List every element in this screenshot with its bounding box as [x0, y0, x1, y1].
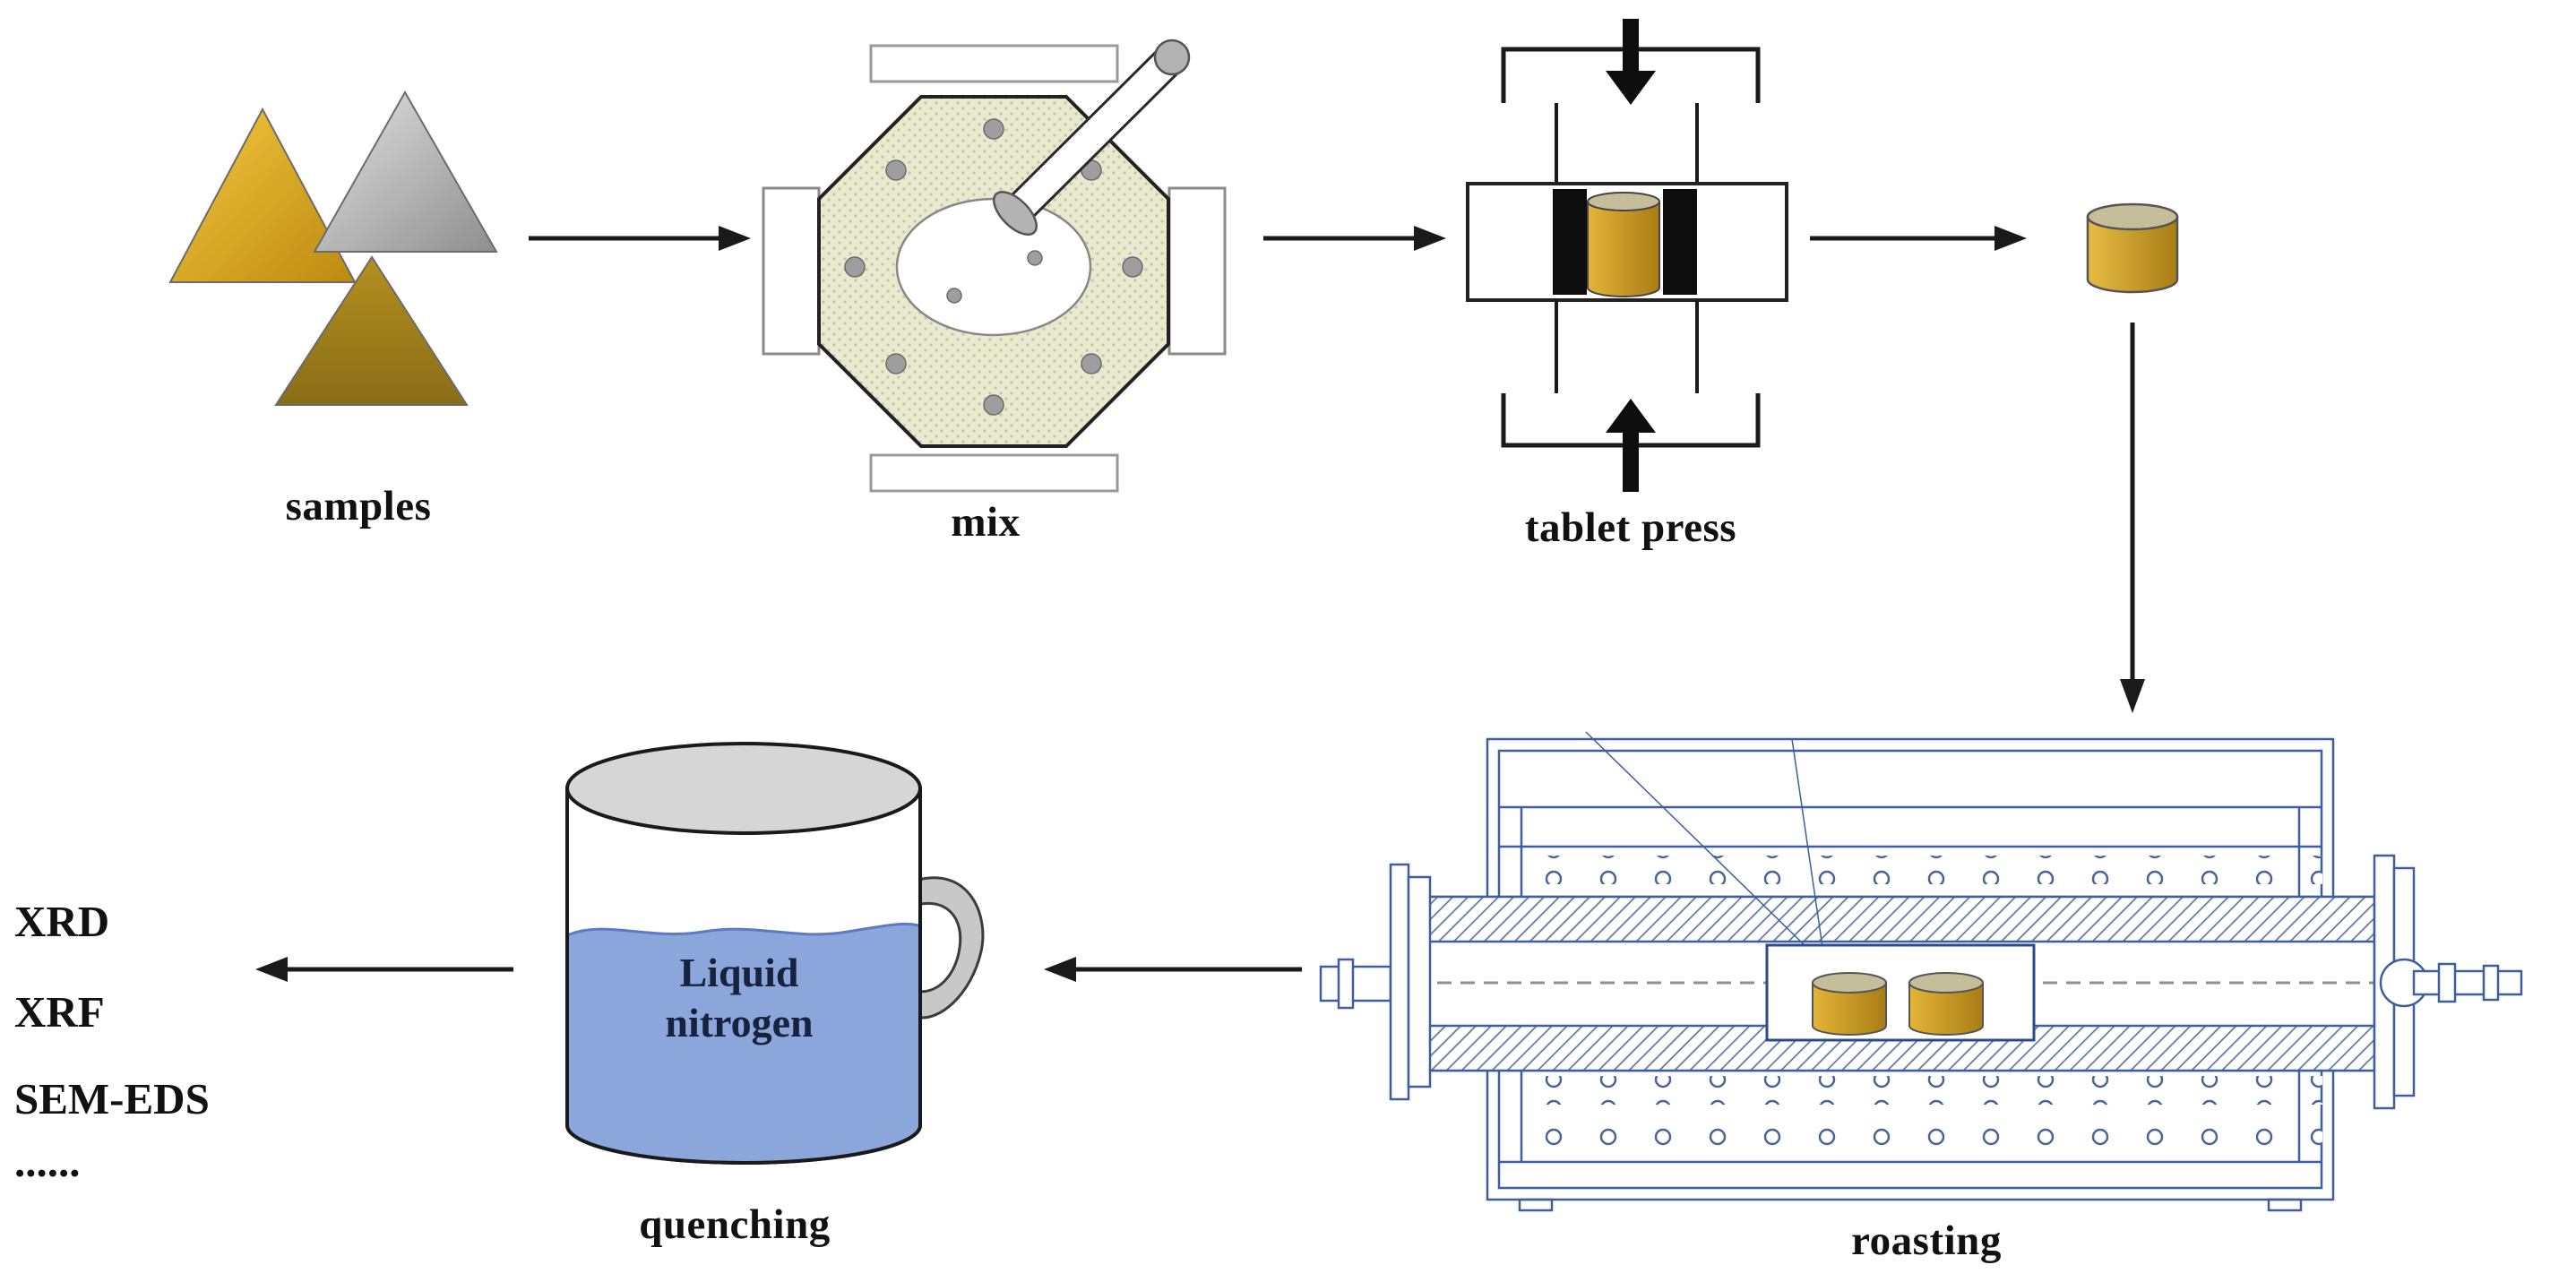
- arrow-left-icon: [255, 957, 513, 982]
- sample-boat: [1765, 943, 2036, 1042]
- press-force-up-arrow-icon: [1606, 399, 1656, 492]
- mixer-balls: [844, 118, 1143, 416]
- nitrogen-mug-icon: [565, 742, 985, 1165]
- tablet-press-label: tablet press: [1524, 504, 1737, 551]
- press-die-block-left: [1553, 189, 1587, 295]
- mixer-icon: [762, 39, 1227, 493]
- analysis-method-ellipsis: ......: [14, 1137, 81, 1186]
- mug-rim: [565, 742, 922, 835]
- pressed-tablet: [1587, 201, 1660, 297]
- tablet-press-icon: [1466, 19, 1788, 492]
- arrow-down-icon: [2120, 323, 2145, 713]
- sample-triangle-gray: [313, 90, 498, 253]
- liquid-nitrogen-line2: nitrogen: [665, 1000, 814, 1046]
- analysis-method-sem-eds: SEM-EDS: [14, 1074, 210, 1123]
- analysis-method-xrd: XRD: [14, 897, 110, 946]
- mug-handle: [912, 876, 985, 1020]
- sample-triangle-gold: [168, 107, 357, 283]
- tube-furnace-icon: [1319, 731, 2523, 1212]
- tablets-in-furnace: [1812, 972, 1984, 1036]
- arrow-left-icon: [1044, 957, 1302, 982]
- quenching-label: quenching: [639, 1201, 831, 1248]
- sample-triangle-olive: [274, 255, 469, 406]
- liquid-nitrogen-fill: [567, 924, 920, 1163]
- right-flange: [2373, 854, 2523, 1110]
- mix-label: mix: [951, 499, 1021, 546]
- leader-line: [1585, 731, 1807, 948]
- mixer-right-port: [1167, 186, 1227, 356]
- mixer-rod-knob: [1153, 39, 1191, 76]
- leader-line: [1791, 738, 1823, 948]
- liquid-nitrogen-surface: [566, 922, 921, 937]
- liquid-nitrogen-label: Liquid nitrogen: [587, 948, 892, 1048]
- samples-label: samples: [285, 483, 432, 529]
- analysis-method-xrf: XRF: [14, 987, 105, 1037]
- arrow-right-icon: [529, 226, 751, 251]
- press-die-block-right: [1663, 189, 1697, 295]
- press-force-down-arrow-icon: [1606, 19, 1656, 105]
- heating-holes-bottom-2: [1534, 1123, 2322, 1151]
- tube-wall-top: [1427, 895, 2376, 943]
- liquid-nitrogen-line1: Liquid: [679, 950, 799, 995]
- heating-holes-bottom-1: [1534, 1076, 2322, 1105]
- arrow-right-icon: [1263, 226, 1446, 251]
- left-flange: [1319, 863, 1432, 1101]
- roasting-label: roasting: [1851, 1217, 2002, 1264]
- mixer-top-port: [869, 44, 1119, 83]
- mixer-chamber: [895, 197, 1092, 337]
- pressed-tablet-icon: [2086, 202, 2179, 294]
- arrow-right-icon: [1810, 226, 2027, 251]
- mixer-left-port: [762, 186, 821, 356]
- heating-holes-top: [1534, 856, 2322, 884]
- samples-triangles-icon: [168, 90, 498, 406]
- mixer-bottom-port: [869, 453, 1119, 493]
- mixer-rod-tip: [993, 191, 1038, 236]
